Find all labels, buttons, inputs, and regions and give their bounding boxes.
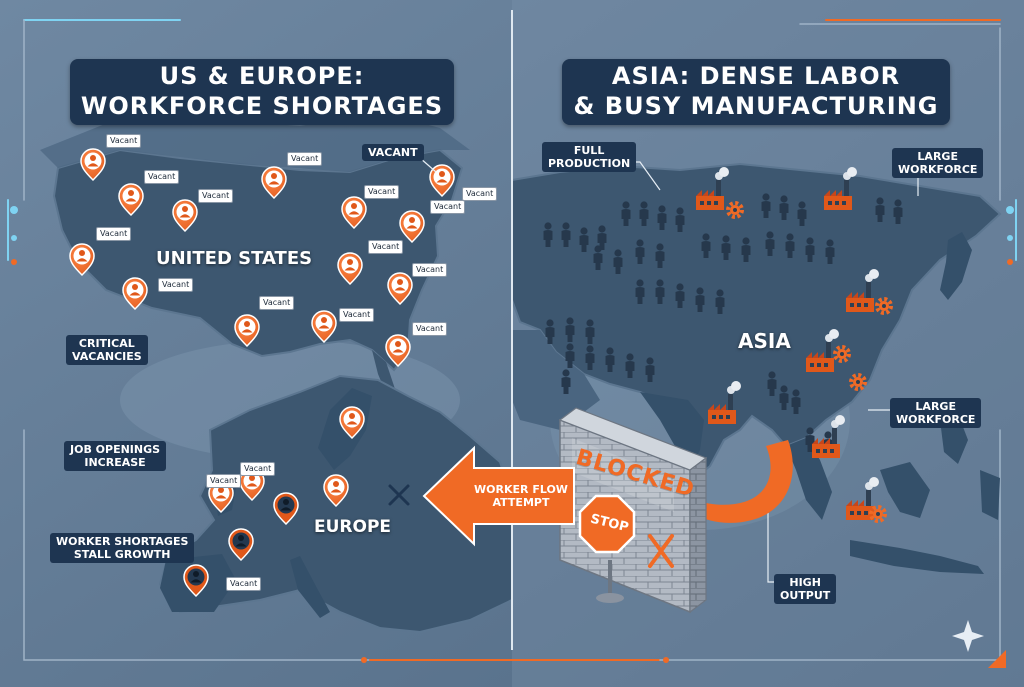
stop-sign-icon [578, 494, 636, 603]
left-title-line2: WORKFORCE SHORTAGES [80, 92, 444, 120]
left-title-box: US & EUROPE: WORKFORCE SHORTAGES [70, 59, 454, 125]
right-title-box: ASIA: DENSE LABOR & BUSY MANUFACTURING [562, 59, 950, 125]
flow-line1: WORKER FLOW [474, 483, 568, 496]
vacant-label: Vacant [106, 134, 142, 148]
large-workforce-tag-top: LARGE WORKFORCE [892, 148, 984, 178]
shortages-line1: WORKER SHORTAGES [56, 535, 189, 548]
high-line2: OUTPUT [780, 589, 831, 602]
vacant-label: Vacant [198, 189, 234, 203]
vacant-label: Vacant [287, 152, 323, 166]
blocked-x-icon [388, 484, 410, 506]
high-line1: HIGH [789, 576, 821, 589]
vacant-label: Vacant [412, 322, 448, 336]
high-output-tag: HIGH OUTPUT [774, 574, 837, 604]
large-workforce-tag-bottom: LARGE WORKFORCE [890, 398, 982, 428]
vacant-label: Vacant [364, 185, 400, 199]
asia-map-label: ASIA [738, 329, 791, 353]
vacant-label: Vacant [206, 474, 242, 488]
vacant-label: Vacant [240, 462, 276, 476]
openings-line2: INCREASE [84, 456, 146, 469]
critical-line1: CRITICAL [78, 337, 135, 350]
vacant-label: Vacant [430, 200, 466, 214]
worker-flow-arrow [422, 445, 575, 547]
vacant-label: Vacant [96, 227, 132, 241]
large1-line1: LARGE [917, 150, 958, 163]
vacant-label: Vacant [412, 263, 448, 277]
full-line1: FULL [573, 144, 605, 157]
right-title-line2: & BUSY MANUFACTURING [573, 92, 939, 120]
vacant-label: Vacant [368, 240, 404, 254]
vacant-callout: VACANT [362, 144, 424, 161]
sparkle-icon [952, 620, 984, 652]
vacant-label: Vacant [462, 187, 498, 201]
large2-line1: LARGE [915, 400, 956, 413]
shortages-line2: STALL GROWTH [73, 548, 171, 561]
flow-line2: ATTEMPT [492, 496, 550, 509]
job-openings-tag: JOB OPENINGS INCREASE [64, 441, 167, 471]
europe-map-label: EUROPE [314, 517, 392, 537]
full-production-tag: FULL PRODUCTION [542, 142, 637, 172]
vacant-label: Vacant [226, 577, 262, 591]
critical-line2: VACANCIES [72, 350, 142, 363]
large1-line2: WORKFORCE [898, 163, 978, 176]
us-map-label: UNITED STATES [156, 248, 313, 269]
critical-vacancies-tag: CRITICAL VACANCIES [66, 335, 148, 365]
vacant-label: Vacant [144, 170, 180, 184]
worker-flow-label: WORKER FLOW ATTEMPT [466, 483, 576, 509]
full-line2: PRODUCTION [548, 157, 631, 170]
left-title-line1: US & EUROPE: [159, 62, 365, 90]
large2-line2: WORKFORCE [896, 413, 976, 426]
vacant-label: Vacant [259, 296, 295, 310]
vacant-label: Vacant [339, 308, 375, 322]
right-title-line1: ASIA: DENSE LABOR [611, 62, 901, 90]
worker-shortages-tag: WORKER SHORTAGES STALL GROWTH [50, 533, 195, 563]
openings-line1: JOB OPENINGS [70, 443, 161, 456]
vacant-label: Vacant [158, 278, 194, 292]
